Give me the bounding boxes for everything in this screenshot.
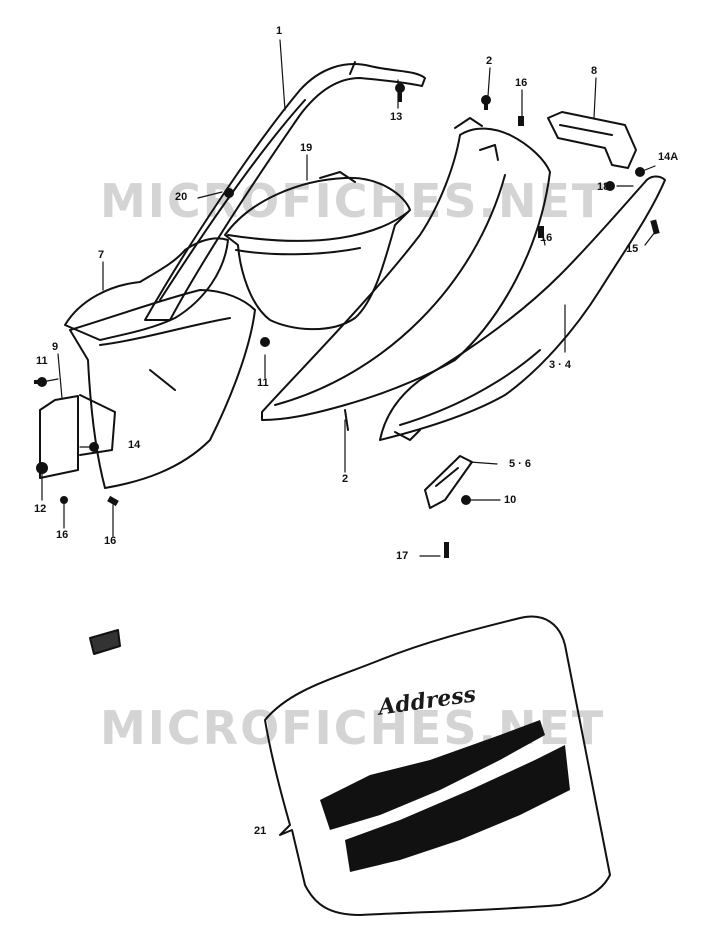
callout-16-top: 16 <box>515 77 528 89</box>
callout-16-left: 16 <box>56 529 69 541</box>
callout-11-mid: 11 <box>257 377 269 389</box>
watermark-top: MICROFICHES.NET <box>100 174 606 228</box>
fasteners <box>34 83 660 558</box>
callout-13: 13 <box>390 111 403 123</box>
callout-19: 19 <box>300 142 313 154</box>
part-21-decal-sheet <box>264 615 611 916</box>
callout-14: 14 <box>128 439 141 451</box>
part-19-storage-box <box>224 171 411 331</box>
callout-17: 17 <box>396 550 409 562</box>
decal-artwork <box>320 720 570 872</box>
part-2-center-panel <box>261 117 551 431</box>
part-3-4-side-cover <box>379 175 666 441</box>
part-8-grip <box>547 111 637 169</box>
callout-2-bottom: 2 <box>342 473 349 485</box>
callout-9: 9 <box>52 341 59 353</box>
callout-16-right: 16 <box>104 535 117 547</box>
callout-16-mid: 16 <box>540 232 553 244</box>
leader-lines <box>41 39 656 557</box>
callout-8: 8 <box>591 65 598 77</box>
callout-11-left: 11 <box>36 355 48 367</box>
callout-10: 10 <box>504 494 517 506</box>
part-9-cover-panel <box>39 394 116 479</box>
callout-12: 12 <box>34 503 47 515</box>
callout-15: 15 <box>626 243 639 255</box>
callout-3-4: 3 · 4 <box>549 359 572 371</box>
callout-2-top: 2 <box>486 55 493 67</box>
callout-5-6: 5 · 6 <box>509 458 532 470</box>
callout-7: 7 <box>98 249 105 261</box>
part-5-6-reflector <box>424 455 473 509</box>
callout-14a: 14A <box>658 151 679 163</box>
callout-1: 1 <box>276 25 283 37</box>
part-small-clip <box>89 629 121 655</box>
callout-20: 20 <box>175 191 188 203</box>
part-7-leg-shield <box>64 237 256 489</box>
callout-21: 21 <box>254 825 267 837</box>
callout-18: 18 <box>597 181 610 193</box>
